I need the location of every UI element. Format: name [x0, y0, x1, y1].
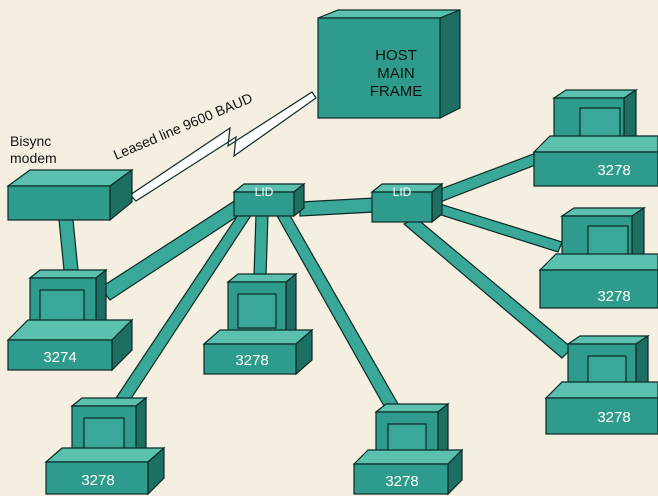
lid-right: LID — [372, 184, 442, 222]
lid-right-label: LID — [393, 185, 412, 199]
terminal-3278-middle-label: 3278 — [235, 352, 268, 369]
terminal-3278-mid-right-label: 3278 — [597, 288, 630, 305]
terminal-3278-top-right-label: 3278 — [597, 162, 630, 179]
terminal-3278-bottom-left-label: 3278 — [81, 472, 114, 489]
cable-lid-to-3278-mid — [254, 214, 268, 276]
host-label-line1: HOST — [375, 47, 417, 64]
host-label-line2: MAIN — [377, 65, 415, 82]
terminal-3278-bottom-center-label: 3278 — [385, 473, 418, 490]
modem-label-line1: Bisync — [10, 133, 51, 149]
lid-left-label: LID — [255, 185, 274, 199]
terminal-3278-bottom-right-label: 3278 — [597, 409, 630, 426]
modem-label-line2: modem — [10, 150, 57, 166]
host-mainframe: HOST MAIN FRAME — [318, 10, 460, 118]
lid-left: LID — [234, 184, 304, 216]
host-label-line3: FRAME — [370, 83, 423, 100]
terminal-3274-label: 3274 — [43, 349, 76, 366]
